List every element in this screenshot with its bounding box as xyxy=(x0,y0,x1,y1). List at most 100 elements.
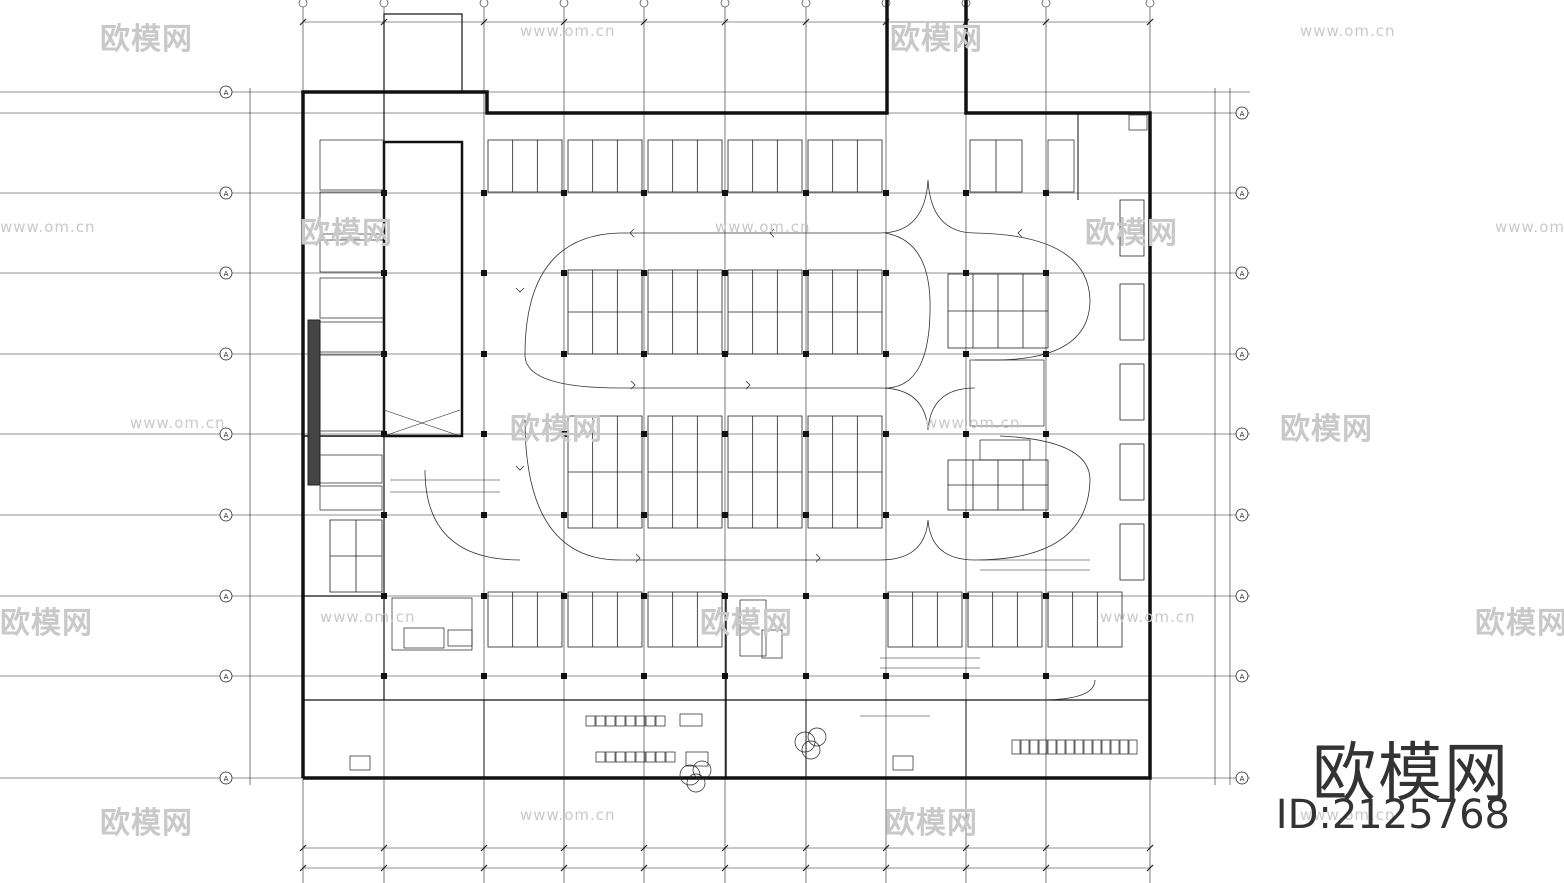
axis-bubble xyxy=(219,589,233,603)
dimension-tick xyxy=(1042,844,1050,852)
equipment-cabinet xyxy=(595,751,606,763)
axis-bubble xyxy=(479,0,489,8)
direction-arrow xyxy=(630,380,636,390)
driving-lane-curve xyxy=(524,419,1091,561)
structural-column xyxy=(883,673,889,679)
structural-column xyxy=(722,431,728,437)
axis-bubble xyxy=(219,427,233,441)
parking-block xyxy=(807,139,883,193)
dimension-tick xyxy=(480,844,488,852)
room-outline xyxy=(447,629,473,647)
dimension-tick xyxy=(640,844,648,852)
equipment-cabinet xyxy=(679,713,703,727)
structural-column xyxy=(1043,593,1049,599)
room-outline xyxy=(761,629,783,659)
exterior-wall xyxy=(303,0,1152,780)
axis-bubble-label: A xyxy=(224,431,229,439)
structural-column xyxy=(722,593,728,599)
ramp-enclosure xyxy=(383,13,463,93)
axis-bubble xyxy=(801,0,811,8)
structural-column xyxy=(381,431,387,437)
dimension-tick xyxy=(721,844,729,852)
exterior-wall xyxy=(301,0,889,778)
parking-block xyxy=(1119,523,1145,581)
structural-column xyxy=(963,512,969,518)
dimension-tick xyxy=(1146,18,1154,26)
shrub-symbol xyxy=(794,731,816,753)
axis-bubble xyxy=(559,0,569,8)
axis-bubble-label: A xyxy=(224,89,229,97)
structural-column xyxy=(381,593,387,599)
room-outline xyxy=(319,277,385,319)
switchgear-panel xyxy=(1011,739,1021,755)
structural-column xyxy=(1043,673,1049,679)
axis-bubble-label: A xyxy=(1240,270,1245,278)
axis-bubble xyxy=(1235,771,1249,785)
axis-bubble xyxy=(219,347,233,361)
room-outline xyxy=(319,454,383,484)
parking-block xyxy=(1119,363,1145,421)
parking-block xyxy=(1119,443,1145,501)
structural-column xyxy=(963,431,969,437)
annotation-leader xyxy=(383,409,461,437)
equipment-cabinet xyxy=(615,715,626,727)
structural-column xyxy=(803,673,809,679)
room-outline xyxy=(979,439,1031,461)
dimension-tick xyxy=(380,864,388,872)
axis-bubble-label: A xyxy=(224,351,229,359)
structural-column xyxy=(803,351,809,357)
structural-column xyxy=(481,512,487,518)
ramp-hatch xyxy=(307,319,321,486)
dimension-tick xyxy=(640,18,648,26)
equipment-cabinet xyxy=(635,715,646,727)
structural-column xyxy=(883,270,889,276)
parking-block xyxy=(487,591,563,648)
parking-block xyxy=(567,591,643,648)
switchgear-panel xyxy=(1101,739,1111,755)
dimension-tick xyxy=(1146,864,1154,872)
switchgear-panel xyxy=(1083,739,1093,755)
axis-bubble-label: A xyxy=(224,593,229,601)
structural-column xyxy=(963,190,969,196)
room-outline xyxy=(319,139,385,191)
structural-column xyxy=(1043,431,1049,437)
parking-block xyxy=(647,139,723,193)
parking-block xyxy=(647,591,723,648)
driving-lane-curve xyxy=(884,232,931,389)
dimension-tick xyxy=(299,864,307,872)
structural-column xyxy=(561,673,567,679)
structural-column xyxy=(803,431,809,437)
structural-column xyxy=(481,673,487,679)
axis-bubble xyxy=(1235,106,1249,120)
equipment-cabinet xyxy=(605,751,616,763)
switchgear-panel xyxy=(1110,739,1120,755)
room-outline xyxy=(319,485,383,511)
direction-arrow xyxy=(635,553,641,563)
axis-bubble xyxy=(1235,508,1249,522)
structural-column xyxy=(561,270,567,276)
axis-bubble xyxy=(298,0,308,8)
structural-column xyxy=(561,593,567,599)
axis-bubble-label: A xyxy=(224,673,229,681)
parking-block xyxy=(1119,283,1145,341)
structural-column xyxy=(481,270,487,276)
dimension-tick xyxy=(299,18,307,26)
structural-column xyxy=(381,512,387,518)
parking-block xyxy=(567,139,643,193)
structural-column xyxy=(803,270,809,276)
axis-bubble xyxy=(219,186,233,200)
shrub-symbol xyxy=(679,764,701,786)
structural-column xyxy=(381,270,387,276)
shrub-symbol xyxy=(807,727,827,747)
axis-bubble xyxy=(219,266,233,280)
structural-column xyxy=(722,512,728,518)
shrub-symbol xyxy=(686,773,706,793)
structural-column xyxy=(481,593,487,599)
dimension-tick xyxy=(1042,18,1050,26)
room-outline xyxy=(319,354,385,432)
structural-column xyxy=(883,351,889,357)
axis-bubble-label: A xyxy=(224,190,229,198)
equipment-cabinet xyxy=(665,751,676,763)
dimension-tick xyxy=(721,864,729,872)
equipment-cabinet xyxy=(655,751,666,763)
